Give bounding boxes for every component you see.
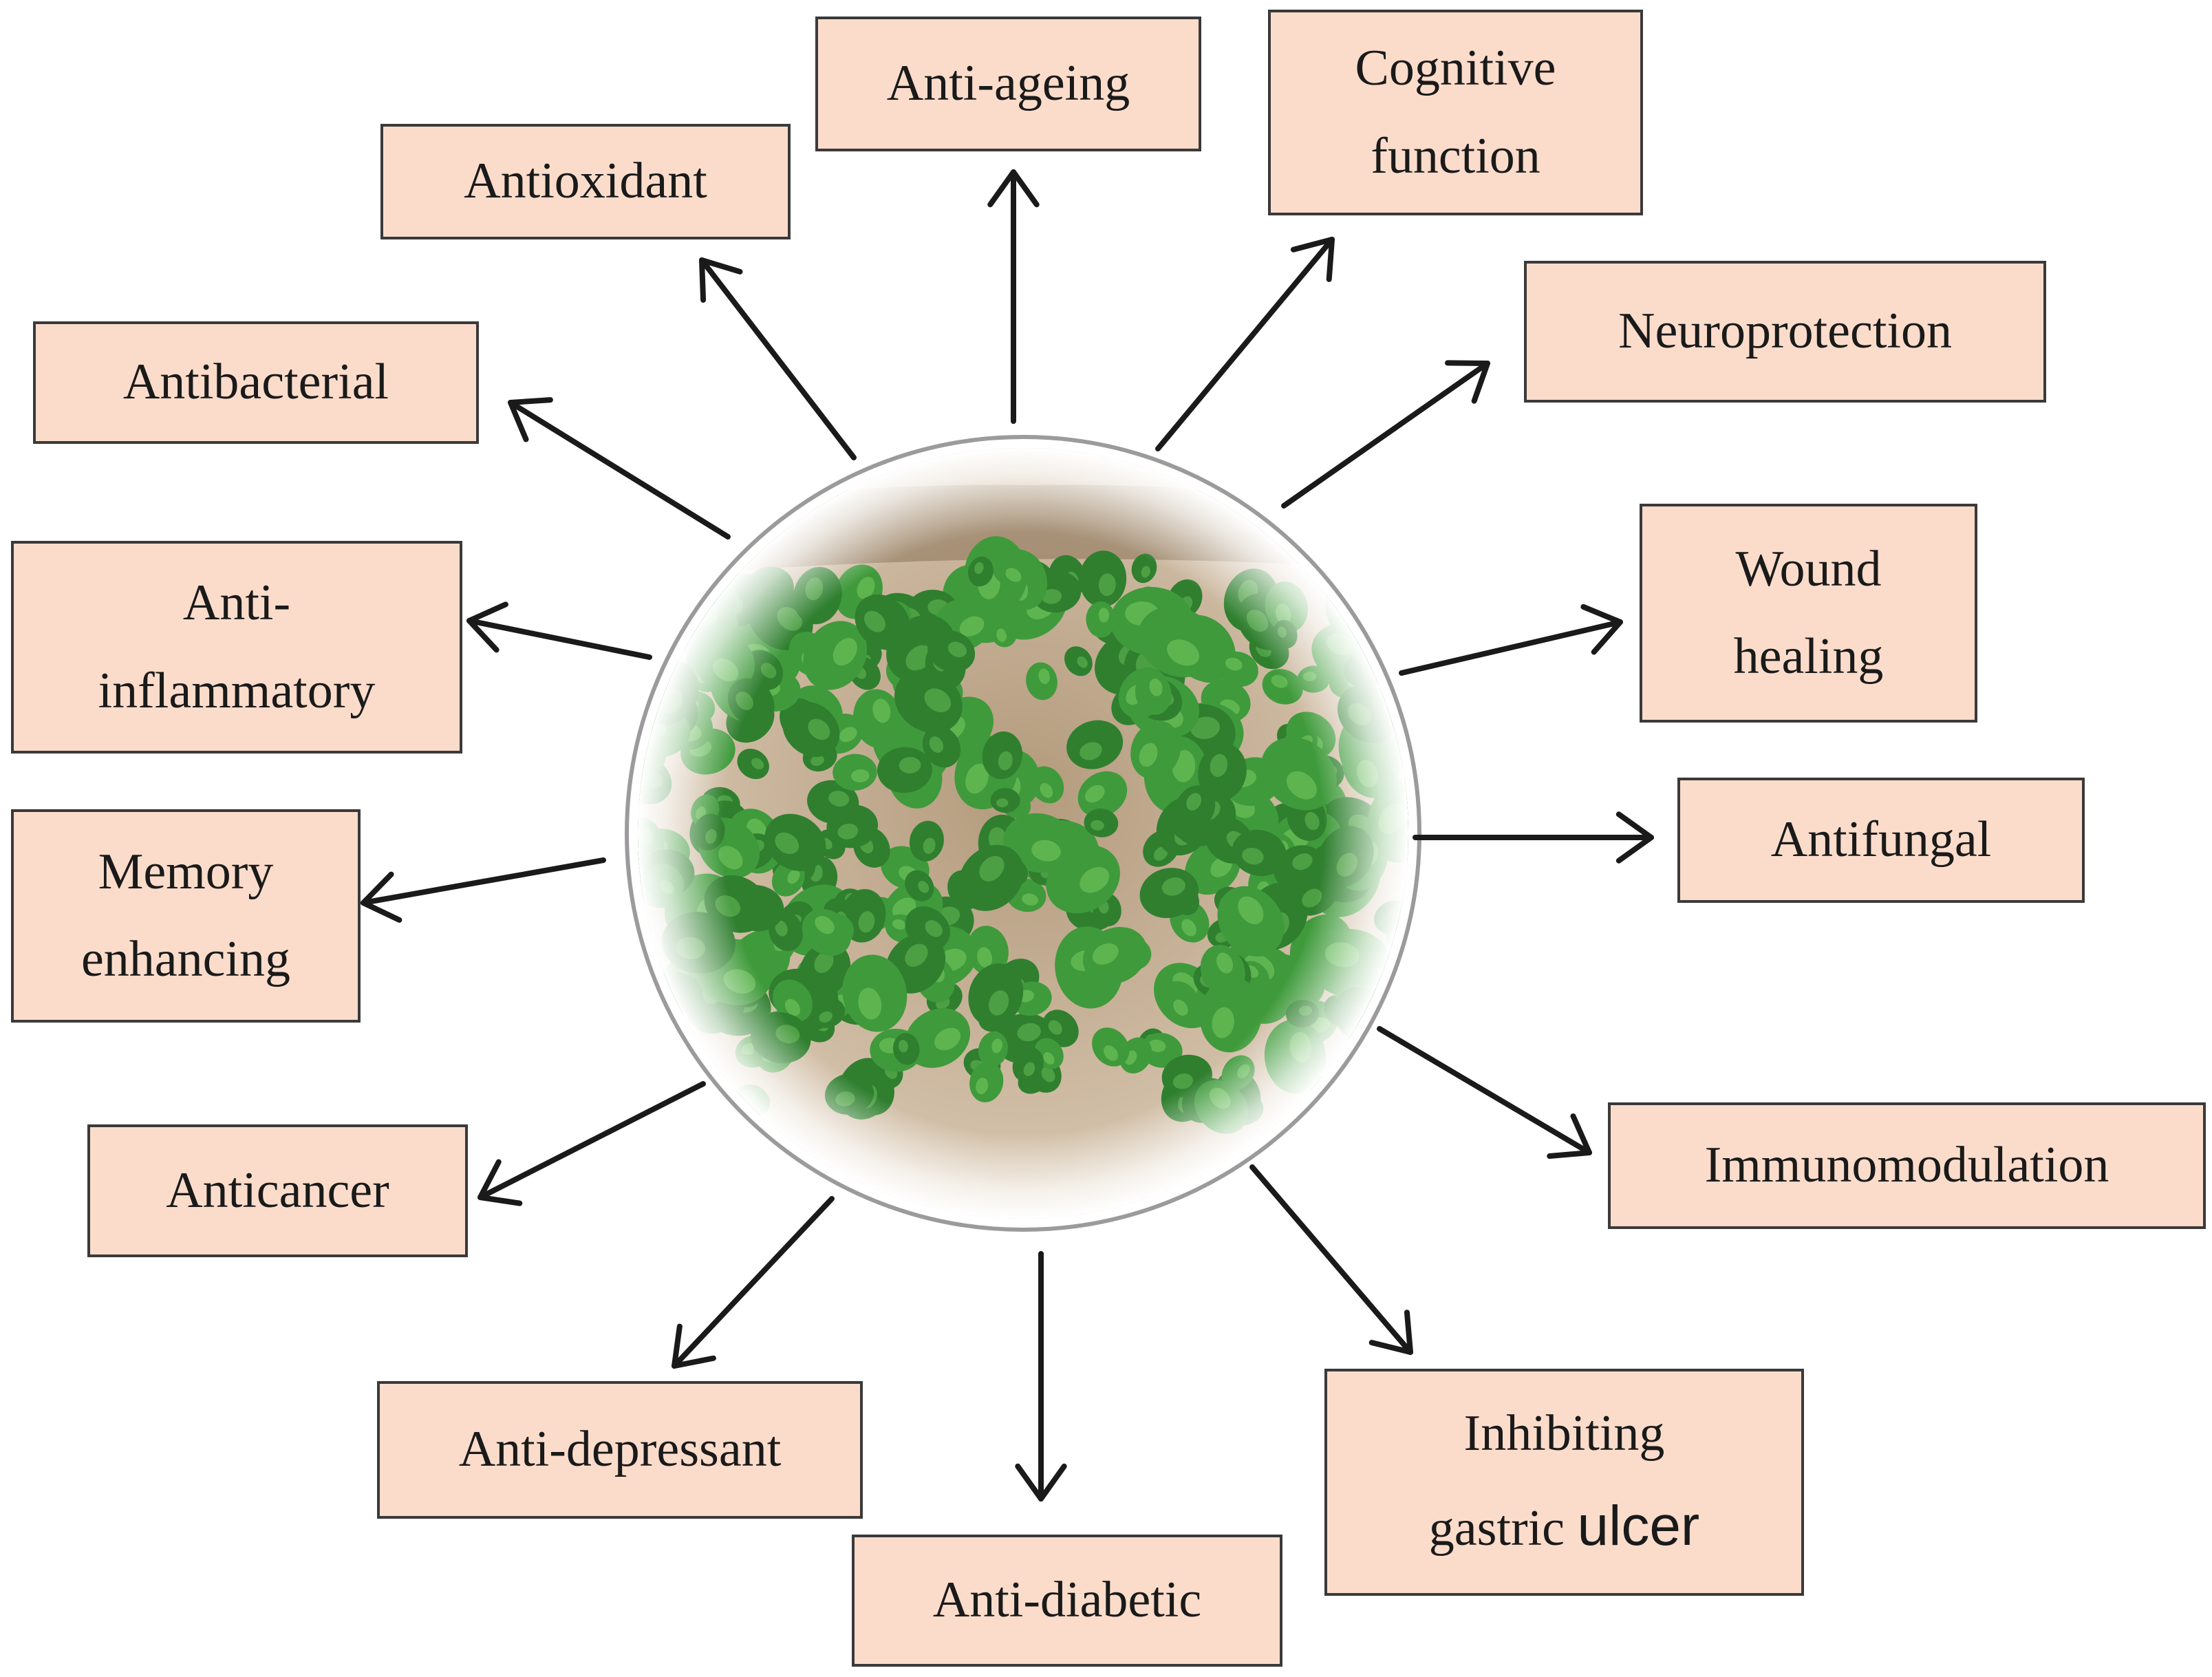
label-neuroprotection: Neuroprotection xyxy=(1618,303,1952,360)
box-antifungal: Antifungal xyxy=(1677,778,2085,903)
arrow-immunomodulation xyxy=(1377,1026,1592,1160)
box-anti-depressant: Anti-depressant xyxy=(377,1381,863,1519)
arrow-cognitive-function xyxy=(1155,237,1335,451)
box-memory-enhancing: Memory enhancing xyxy=(11,809,361,1023)
arrow-anti-diabetic xyxy=(1015,1251,1067,1502)
label-gastric-line2b: ulcer xyxy=(1577,1495,1700,1558)
label-antioxidant: Antioxidant xyxy=(464,153,707,210)
label-memory-line1: Memory xyxy=(98,843,274,900)
box-antioxidant: Antioxidant xyxy=(380,124,791,239)
box-immunomodulation: Immunomodulation xyxy=(1608,1102,2206,1229)
label-cognitive-line1: Cognitive xyxy=(1355,40,1556,97)
label-antifungal: Antifungal xyxy=(1770,811,1992,868)
box-wound-healing: Wound healing xyxy=(1640,504,1977,723)
arrow-anticancer xyxy=(477,1081,706,1206)
arrow-neuroprotection xyxy=(1281,360,1490,509)
label-anticancer: Anticancer xyxy=(166,1162,389,1219)
arrow-antioxidant xyxy=(699,257,857,460)
box-anti-ageing: Anti-ageing xyxy=(815,17,1201,151)
arrow-memory-enhancing xyxy=(361,857,606,923)
label-gastric-line2a: gastric xyxy=(1428,1500,1578,1557)
box-anti-diabetic: Anti-diabetic xyxy=(852,1535,1282,1667)
label-anti-diabetic: Anti-diabetic xyxy=(932,1572,1202,1629)
box-antibacterial: Antibacterial xyxy=(33,321,479,444)
label-antiinflam-line2: inflammatory xyxy=(98,662,376,719)
arrow-anti-ageing xyxy=(987,169,1040,424)
label-cognitive-line2: function xyxy=(1371,127,1540,184)
label-memory-line2: enhancing xyxy=(80,931,291,987)
label-gastric-line1: Inhibiting xyxy=(1463,1404,1665,1462)
label-antibacterial: Antibacterial xyxy=(122,354,389,411)
box-cognitive-function: Cognitive function xyxy=(1268,10,1643,215)
plant-photo xyxy=(625,435,1421,1232)
arrow-anti-inflammatory xyxy=(466,601,652,660)
arrow-antifungal xyxy=(1413,811,1654,864)
arrow-antibacterial xyxy=(508,397,731,540)
label-wound-line1: Wound xyxy=(1735,540,1882,597)
box-anti-inflammatory: Anti- inflammatory xyxy=(11,541,462,754)
arrow-anti-depressant xyxy=(672,1196,835,1369)
box-neuroprotection: Neuroprotection xyxy=(1524,261,2046,403)
box-inhibiting-gastric-ulcer: Inhibiting gastric ulcer xyxy=(1324,1369,1804,1596)
box-anticancer: Anticancer xyxy=(87,1124,468,1257)
arrow-wound-healing xyxy=(1399,603,1623,676)
arrow-gastric-ulcer xyxy=(1249,1164,1413,1355)
label-antiinflam-line1: Anti- xyxy=(182,575,291,632)
label-immunomodulation: Immunomodulation xyxy=(1704,1137,2109,1194)
label-anti-ageing: Anti-ageing xyxy=(886,55,1130,112)
label-wound-line2: healing xyxy=(1733,628,1884,685)
label-anti-depressant: Anti-depressant xyxy=(458,1421,782,1478)
